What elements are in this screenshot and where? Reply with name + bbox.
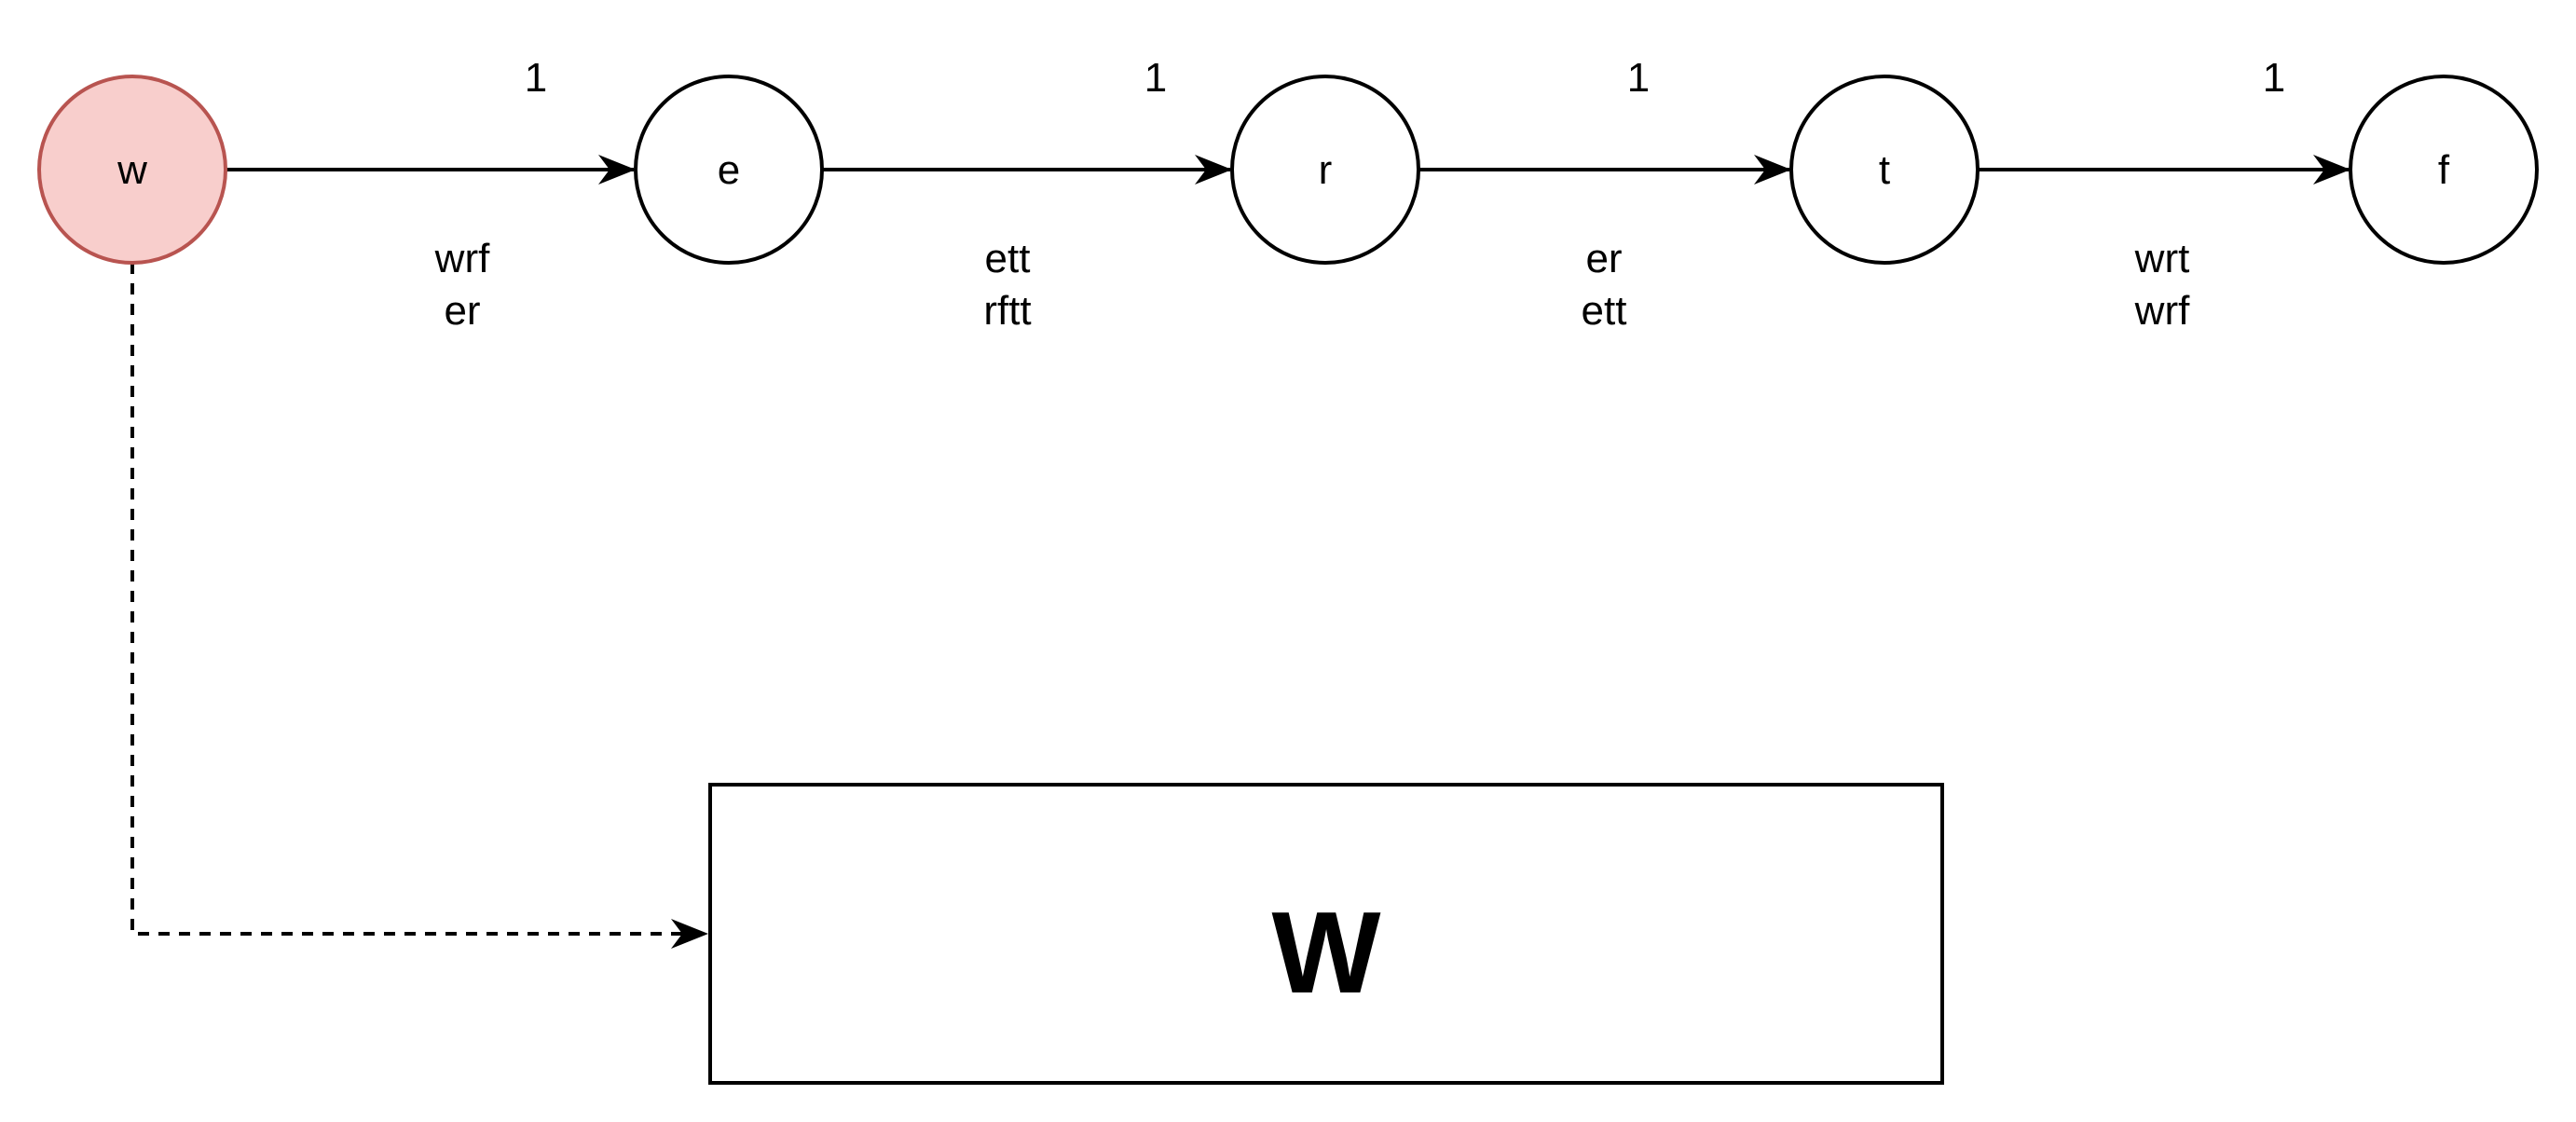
- node-t-label: t: [1879, 147, 1890, 193]
- node-e-label: e: [718, 147, 740, 193]
- node-w[interactable]: w: [37, 75, 227, 265]
- node-r-label: r: [1319, 147, 1333, 193]
- node-r-circle[interactable]: [1230, 75, 1420, 265]
- nodes-layer: w e r t f: [37, 75, 2539, 265]
- node-t-circle[interactable]: [1789, 75, 1980, 265]
- node-f-label: f: [2438, 147, 2450, 193]
- edge-e-r-weight: 1: [1144, 55, 1167, 101]
- edge-w-output[interactable]: [130, 263, 708, 949]
- output-box-rect[interactable]: [708, 783, 1944, 1085]
- edge-weights: 1 1 1 1: [525, 55, 2285, 101]
- node-e[interactable]: e: [634, 75, 824, 265]
- edge-t-f-weight: 1: [2263, 55, 2285, 101]
- edge-r-t-label-line-2: ett: [1582, 288, 1627, 334]
- edge-labels: wrf er ett rftt er ett wrt wrf: [434, 236, 2190, 334]
- node-w-label: w: [116, 147, 147, 193]
- output-box[interactable]: W: [708, 783, 1944, 1085]
- edge-e-r-label-line-1: ett: [985, 236, 1031, 281]
- edge-e-r-label-line-2: rftt: [983, 288, 1031, 334]
- edges-layer: [130, 155, 2350, 949]
- node-w-circle[interactable]: [37, 75, 227, 265]
- edge-w-e-label-line-2: er: [444, 288, 480, 334]
- node-f[interactable]: f: [2349, 75, 2539, 265]
- edge-t-f-label-line-1: wrt: [2134, 236, 2190, 281]
- node-t[interactable]: t: [1789, 75, 1980, 265]
- edge-w-e-weight: 1: [525, 55, 547, 101]
- edge-t-f-label-line-2: wrf: [2134, 288, 2190, 334]
- node-e-circle[interactable]: [634, 75, 824, 265]
- node-r[interactable]: r: [1230, 75, 1420, 265]
- node-f-circle[interactable]: [2349, 75, 2539, 265]
- edge-w-e-label-line-1: wrf: [434, 236, 490, 281]
- edge-r-t-weight: 1: [1627, 55, 1650, 101]
- edge-r-t-label-line-1: er: [1585, 236, 1622, 281]
- output-box-label: W: [1271, 889, 1380, 1018]
